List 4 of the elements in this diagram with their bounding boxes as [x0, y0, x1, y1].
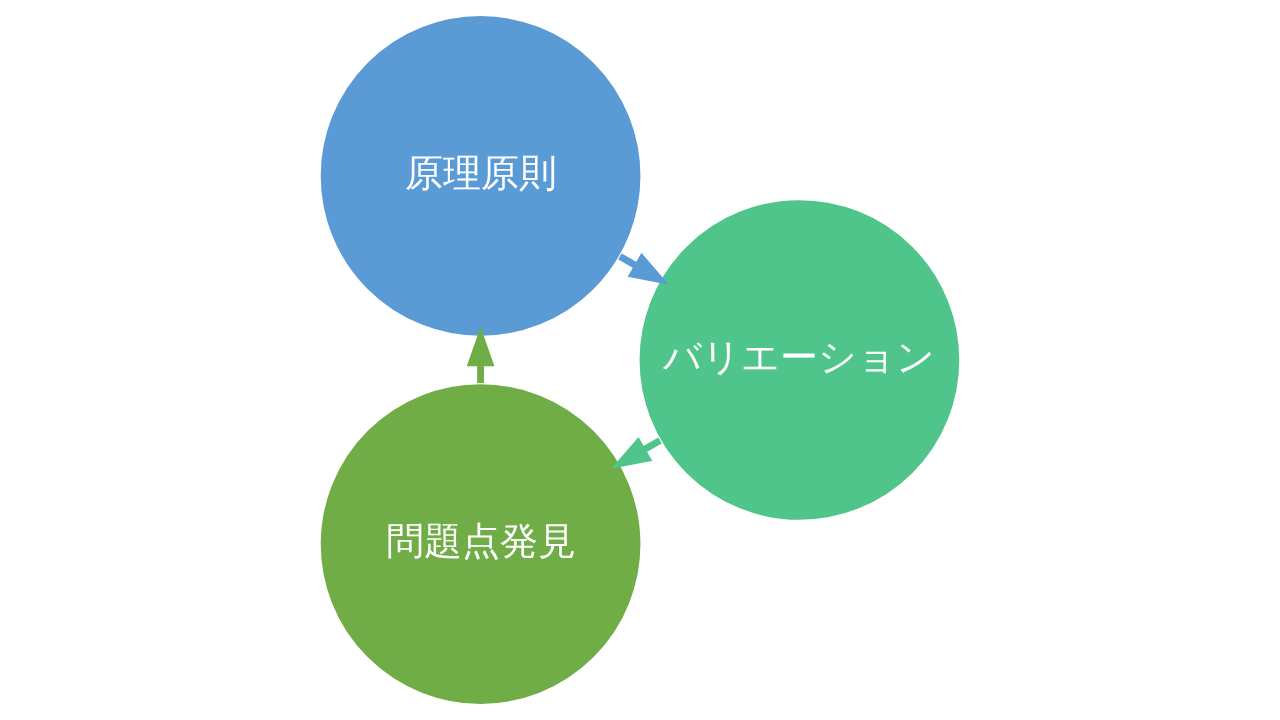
- arrow: [611, 436, 662, 469]
- arrow: [618, 252, 669, 285]
- node-circle: 問題点発見: [319, 382, 643, 706]
- arrow: [466, 326, 495, 384]
